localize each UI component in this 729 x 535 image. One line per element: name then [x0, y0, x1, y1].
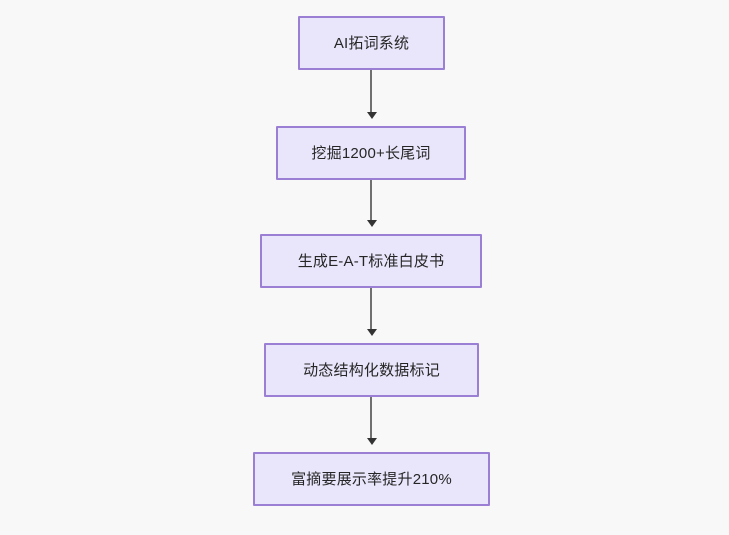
flow-node-label: AI拓词系统	[333, 34, 410, 52]
flow-node[interactable]: AI拓词系统	[298, 16, 445, 70]
connector-line	[370, 180, 372, 220]
flow-node-label: 生成E-A-T标准白皮书	[297, 252, 445, 270]
flow-node-label: 富摘要展示率提升210%	[291, 470, 452, 488]
arrow-down-icon	[367, 329, 377, 336]
arrow-down-icon	[367, 220, 377, 227]
flow-node-label: 动态结构化数据标记	[303, 361, 440, 379]
flow-node[interactable]: 富摘要展示率提升210%	[253, 452, 490, 506]
arrow-down-icon	[367, 112, 377, 119]
flow-node[interactable]: 挖掘1200+长尾词	[276, 126, 466, 180]
connector-line	[370, 397, 372, 438]
flow-node[interactable]: 动态结构化数据标记	[264, 343, 479, 397]
flow-node[interactable]: 生成E-A-T标准白皮书	[260, 234, 482, 288]
connector-line	[370, 70, 372, 112]
flow-node-label: 挖掘1200+长尾词	[311, 144, 431, 162]
connector-line	[370, 288, 372, 329]
arrow-down-icon	[367, 438, 377, 445]
